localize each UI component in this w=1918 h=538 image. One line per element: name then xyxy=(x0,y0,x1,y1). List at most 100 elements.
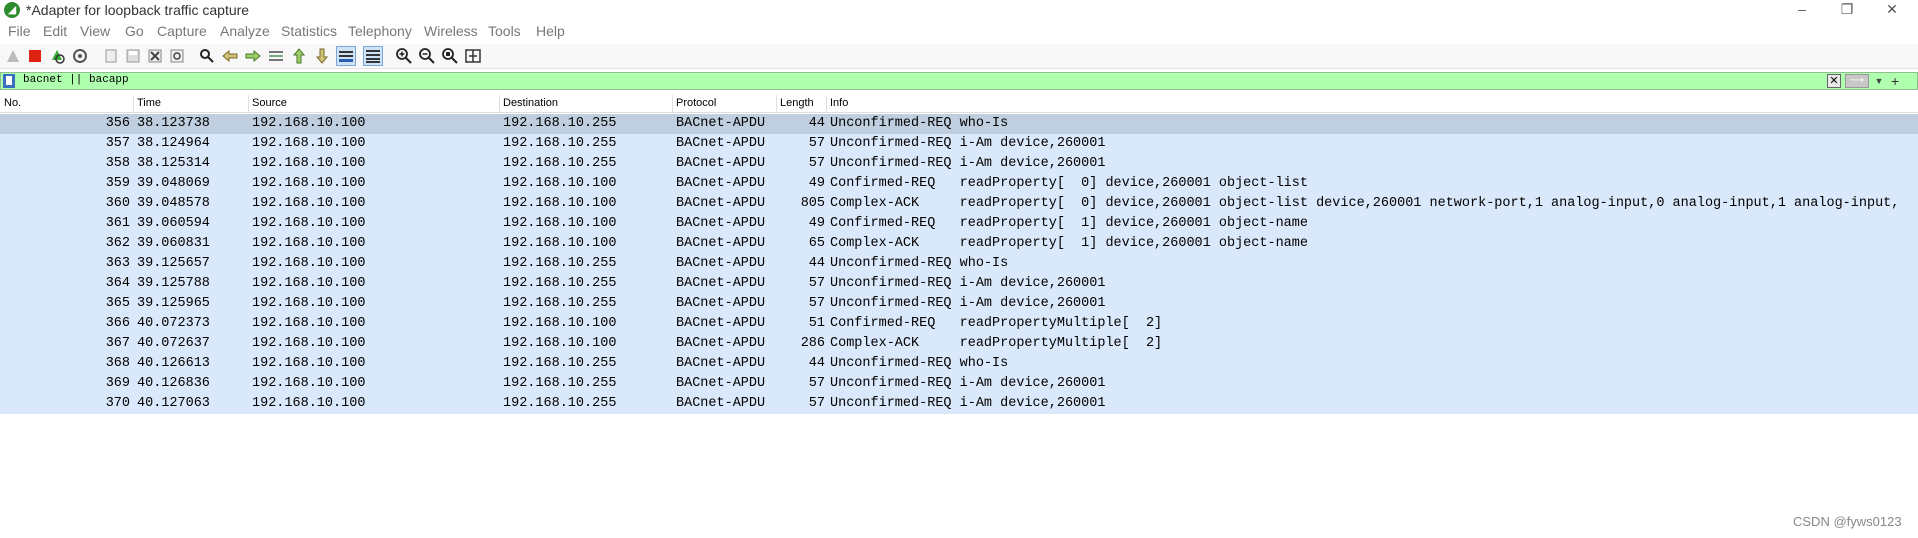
packet-length: 286 xyxy=(800,336,825,351)
auto-scroll-icon[interactable] xyxy=(336,46,356,66)
menu-help[interactable]: Help xyxy=(536,23,565,39)
last-packet-icon[interactable] xyxy=(313,47,331,65)
packet-length: 57 xyxy=(808,136,825,151)
packet-info: Complex-ACK readProperty[ 0] device,2600… xyxy=(830,196,1900,211)
packet-row[interactable]: 360 39.048578 192.168.10.100 192.168.10.… xyxy=(0,194,1918,214)
add-filter-button[interactable]: + xyxy=(1891,73,1900,89)
column-header-destination[interactable]: Destination xyxy=(503,97,559,109)
packet-time: 38.124964 xyxy=(137,136,210,151)
packet-info: Unconfirmed-REQ i-Am device,260001 xyxy=(830,296,1106,311)
packet-source: 192.168.10.100 xyxy=(252,156,366,171)
packet-row[interactable]: 362 39.060831 192.168.10.100 192.168.10.… xyxy=(0,234,1918,254)
packet-row[interactable]: 363 39.125657 192.168.10.100 192.168.10.… xyxy=(0,254,1918,274)
column-header-length[interactable]: Length xyxy=(780,97,814,109)
bookmark-icon[interactable] xyxy=(3,74,15,88)
packet-source: 192.168.10.100 xyxy=(252,136,366,151)
wireshark-fin-icon: ◢ xyxy=(4,2,20,18)
open-file-icon[interactable] xyxy=(102,47,120,65)
packet-source: 192.168.10.100 xyxy=(252,396,366,411)
menu-wireless[interactable]: Wireless xyxy=(424,23,478,39)
menu-file[interactable]: File xyxy=(8,23,31,39)
display-filter-input[interactable]: bacnet || bacapp xyxy=(23,74,129,86)
first-packet-icon[interactable] xyxy=(290,47,308,65)
resize-columns-icon[interactable] xyxy=(464,47,482,65)
close-file-icon[interactable] xyxy=(146,47,164,65)
packet-no: 363 xyxy=(105,256,130,271)
packet-no: 362 xyxy=(105,236,130,251)
clear-icon[interactable]: ✕ xyxy=(1827,74,1841,88)
save-file-icon[interactable] xyxy=(124,47,142,65)
packet-destination: 192.168.10.255 xyxy=(503,376,617,391)
packet-length: 57 xyxy=(808,376,825,391)
go-back-icon[interactable] xyxy=(221,47,239,65)
packet-time: 40.072373 xyxy=(137,316,210,331)
packet-destination: 192.168.10.255 xyxy=(503,156,617,171)
menu-analyze[interactable]: Analyze xyxy=(220,23,270,39)
packet-time: 39.060831 xyxy=(137,236,210,251)
shark-start-icon[interactable] xyxy=(4,47,22,65)
column-header-no[interactable]: No. xyxy=(4,97,22,109)
packet-row[interactable]: 370 40.127063 192.168.10.100 192.168.10.… xyxy=(0,394,1918,414)
packet-time: 40.126836 xyxy=(137,376,210,391)
go-forward-icon[interactable] xyxy=(244,47,262,65)
stop-icon[interactable] xyxy=(26,47,44,65)
menu-view[interactable]: View xyxy=(80,23,111,39)
zoom-normal-icon[interactable] xyxy=(441,47,459,65)
packet-info: Complex-ACK readPropertyMultiple[ 2] xyxy=(830,336,1163,351)
packet-no: 359 xyxy=(105,176,130,191)
column-header-protocol[interactable]: Protocol xyxy=(676,97,717,109)
packet-protocol: BACnet-APDU xyxy=(676,196,766,211)
menu-statistics[interactable]: Statistics xyxy=(281,23,338,39)
packet-info: Unconfirmed-REQ i-Am device,260001 xyxy=(830,136,1106,151)
zoom-in-icon[interactable] xyxy=(395,47,413,65)
menu-edit[interactable]: Edit xyxy=(43,23,68,39)
options-icon[interactable] xyxy=(71,47,89,65)
packet-row[interactable]: 366 40.072373 192.168.10.100 192.168.10.… xyxy=(0,314,1918,334)
minimize-button[interactable]: – xyxy=(1798,1,1806,17)
packet-destination: 192.168.10.255 xyxy=(503,116,617,131)
packet-no: 370 xyxy=(105,396,130,411)
packet-source: 192.168.10.100 xyxy=(252,236,366,251)
find-icon[interactable] xyxy=(198,47,216,65)
packet-row[interactable]: 368 40.126613 192.168.10.100 192.168.10.… xyxy=(0,354,1918,374)
column-header-source[interactable]: Source xyxy=(252,97,287,109)
packet-row-selected[interactable]: 356 38.123738 192.168.10.100 192.168.10.… xyxy=(0,114,1918,134)
packet-destination: 192.168.10.100 xyxy=(503,176,617,191)
packet-destination: 192.168.10.100 xyxy=(503,196,617,211)
packet-row[interactable]: 359 39.048069 192.168.10.100 192.168.10.… xyxy=(0,174,1918,194)
menu-telephony[interactable]: Telephony xyxy=(348,23,412,39)
packet-row[interactable]: 358 38.125314 192.168.10.100 192.168.10.… xyxy=(0,154,1918,174)
packet-no: 365 xyxy=(105,296,130,311)
title-bar: ◢ *Adapter for loopback traffic capture … xyxy=(0,0,1918,20)
packet-source: 192.168.10.100 xyxy=(252,116,366,131)
packet-row[interactable]: 369 40.126836 192.168.10.100 192.168.10.… xyxy=(0,374,1918,394)
window-title: *Adapter for loopback traffic capture xyxy=(26,2,250,18)
packet-protocol: BACnet-APDU xyxy=(676,256,766,271)
chevron-down-icon[interactable]: ▼ xyxy=(1874,76,1884,86)
packet-row[interactable]: 367 40.072637 192.168.10.100 192.168.10.… xyxy=(0,334,1918,354)
menu-tools[interactable]: Tools xyxy=(488,23,521,39)
reload-icon[interactable] xyxy=(168,47,186,65)
packet-length: 57 xyxy=(808,396,825,411)
restore-button[interactable]: ❐ xyxy=(1840,1,1854,17)
menu-capture[interactable]: Capture xyxy=(157,23,207,39)
close-button[interactable]: ✕ xyxy=(1886,1,1898,17)
packet-row[interactable]: 364 39.125788 192.168.10.100 192.168.10.… xyxy=(0,274,1918,294)
colorize-icon[interactable] xyxy=(363,46,383,66)
restart-icon[interactable] xyxy=(48,47,66,65)
packet-protocol: BACnet-APDU xyxy=(676,276,766,291)
apply-arrow-icon[interactable]: ⟶ xyxy=(1845,74,1869,88)
menu-go[interactable]: Go xyxy=(125,23,144,39)
packet-source: 192.168.10.100 xyxy=(252,196,366,211)
packet-row[interactable]: 357 38.124964 192.168.10.100 192.168.10.… xyxy=(0,134,1918,154)
packet-info: Confirmed-REQ readPropertyMultiple[ 2] xyxy=(830,316,1163,331)
zoom-out-icon[interactable] xyxy=(418,47,436,65)
packet-source: 192.168.10.100 xyxy=(252,316,366,331)
packet-row[interactable]: 361 39.060594 192.168.10.100 192.168.10.… xyxy=(0,214,1918,234)
packet-row[interactable]: 365 39.125965 192.168.10.100 192.168.10.… xyxy=(0,294,1918,314)
packet-length: 49 xyxy=(808,216,825,231)
column-header-time[interactable]: Time xyxy=(137,97,162,109)
go-to-packet-icon[interactable] xyxy=(267,47,285,65)
column-header-info[interactable]: Info xyxy=(830,97,849,109)
packet-time: 40.126613 xyxy=(137,356,210,371)
